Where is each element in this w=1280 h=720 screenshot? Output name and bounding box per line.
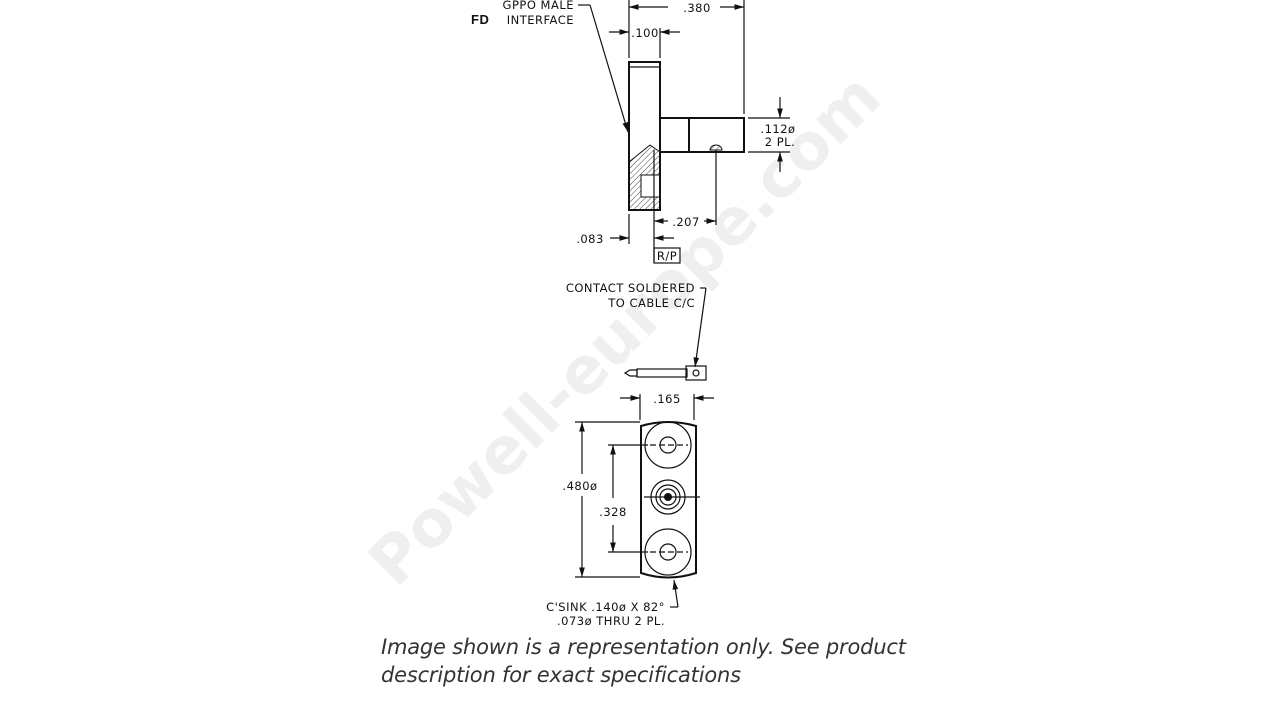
dim-body-diameter: .112ø 2 PL. bbox=[748, 97, 795, 172]
dim-083: .083 bbox=[576, 232, 604, 246]
interface-leader bbox=[578, 4, 629, 133]
csink-note-line1: C'SINK .140ø X 82° bbox=[546, 600, 665, 614]
caption-line2: description for exact specifications bbox=[381, 663, 741, 687]
watermark: Powell-europe.com bbox=[355, 60, 896, 601]
contact-pin bbox=[623, 365, 707, 381]
view-label: FD bbox=[471, 12, 489, 27]
front-view bbox=[640, 421, 700, 579]
dim-contact-offset: .207 bbox=[653, 150, 717, 262]
ref-plane-box bbox=[653, 247, 681, 264]
dim-207: .207 bbox=[672, 215, 700, 229]
dim-hole-spacing: .328 bbox=[599, 444, 648, 553]
interface-label-line1: GPPO MALE bbox=[503, 0, 574, 12]
dim-flange-thickness: .100 bbox=[609, 26, 680, 58]
contact-leader bbox=[693, 287, 707, 368]
dim-face-offset: .083 bbox=[576, 214, 674, 246]
dim-overall-length: .380 bbox=[628, 0, 745, 114]
dim-flange-diameter: .480ø bbox=[562, 421, 640, 578]
ref-plane-label: R/P bbox=[657, 249, 677, 263]
dim-112: .112ø bbox=[760, 122, 795, 136]
dim-165: .165 bbox=[653, 392, 681, 406]
csink-leader bbox=[670, 579, 679, 608]
contact-note-line1: CONTACT SOLDERED bbox=[566, 281, 695, 295]
dim-380: .380 bbox=[683, 1, 711, 15]
caption-line1: Image shown is a representation only. Se… bbox=[381, 635, 906, 659]
dim-100: .100 bbox=[631, 26, 659, 40]
csink-note-line2: .073ø THRU 2 PL. bbox=[557, 614, 665, 628]
side-view bbox=[628, 61, 745, 211]
dim-480: .480ø bbox=[562, 479, 597, 493]
dim-width: .165 bbox=[620, 392, 714, 420]
dim-112-note: 2 PL. bbox=[765, 135, 795, 149]
disclaimer-caption: Image shown is a representation only. Se… bbox=[381, 633, 906, 689]
dim-328: .328 bbox=[599, 505, 627, 519]
interface-label-line2: INTERFACE bbox=[507, 13, 574, 27]
contact-note-line2: TO CABLE C/C bbox=[607, 296, 695, 310]
